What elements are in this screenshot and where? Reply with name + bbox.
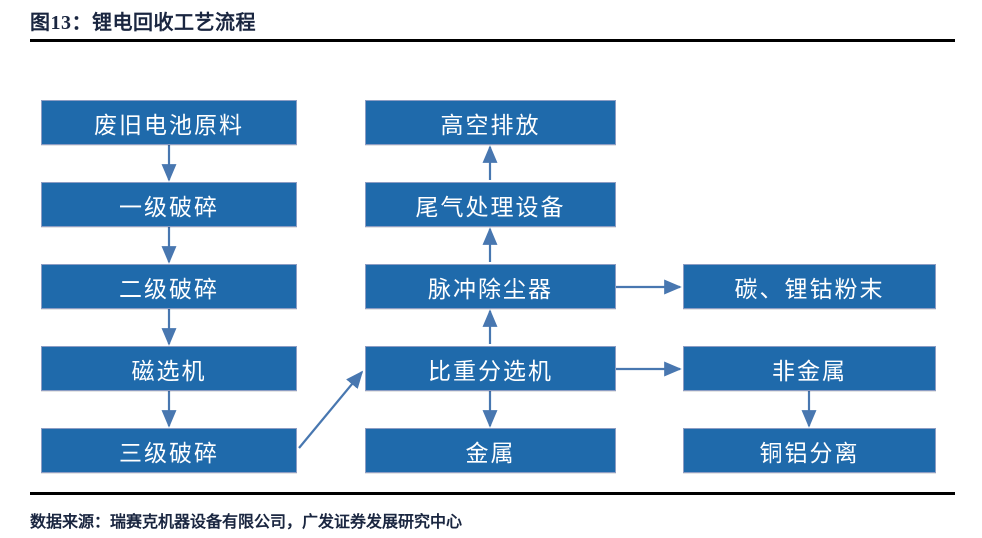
arrow-n5-n9 xyxy=(298,370,364,449)
flow-node-carbon-lithium-cobalt-powder[interactable]: 碳、锂钴粉末 xyxy=(683,264,936,309)
flow-node-high-altitude-emission[interactable]: 高空排放 xyxy=(365,100,616,145)
flow-node-non-metal[interactable]: 非金属 xyxy=(683,346,936,391)
flow-node-exhaust-treatment-equipment[interactable]: 尾气处理设备 xyxy=(365,182,616,227)
flow-node-primary-crushing[interactable]: 一级破碎 xyxy=(41,182,297,227)
flow-node-secondary-crushing[interactable]: 二级破碎 xyxy=(41,264,297,309)
flow-node-pulse-dust-collector[interactable]: 脉冲除尘器 xyxy=(365,264,616,309)
title-divider-rule xyxy=(30,39,955,42)
figure-title: 图13：锂电回收工艺流程 xyxy=(30,12,256,34)
flow-node-magnetic-separator[interactable]: 磁选机 xyxy=(41,346,297,391)
flow-node-copper-aluminum-separation[interactable]: 铜铝分离 xyxy=(683,428,936,473)
flow-node-tertiary-crushing[interactable]: 三级破碎 xyxy=(41,428,297,473)
source-divider-rule xyxy=(30,492,955,495)
flow-node-waste-battery-material[interactable]: 废旧电池原料 xyxy=(41,100,297,145)
flow-node-gravity-separator[interactable]: 比重分选机 xyxy=(365,346,616,391)
figure-source-note: 数据来源：瑞赛克机器设备有限公司，广发证券发展研究中心 xyxy=(30,514,463,531)
flow-node-metal[interactable]: 金属 xyxy=(365,428,616,473)
